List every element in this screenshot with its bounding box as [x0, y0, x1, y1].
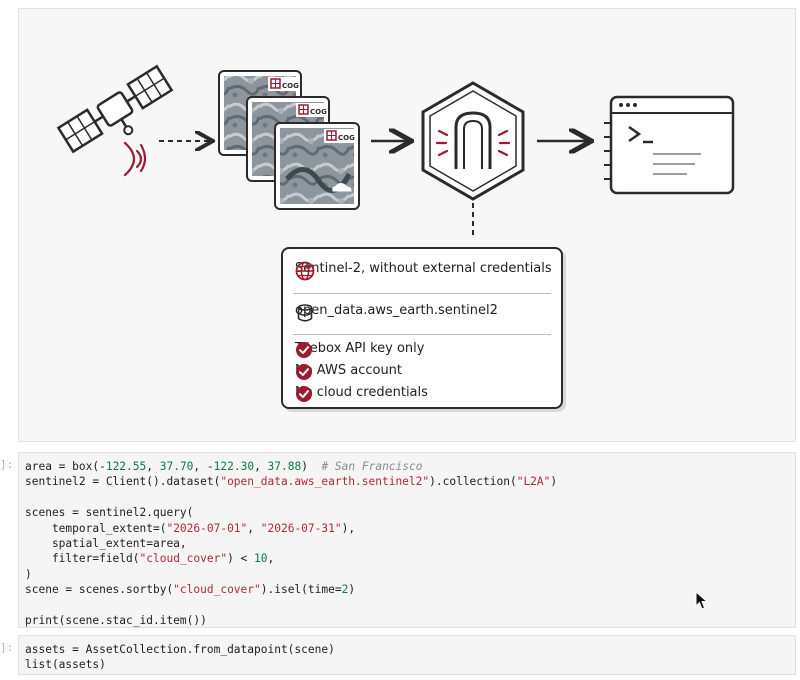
code-line: scenes = sentinel2.query(: [25, 505, 789, 520]
code-line: list(assets): [25, 657, 789, 672]
code-token: filter=field(: [25, 552, 140, 566]
hexagon-gateway-icon: [421, 81, 525, 201]
code-token: "2026-07-01": [166, 521, 248, 535]
code-editor[interactable]: assets = AssetCollection.from_datapoint(…: [25, 642, 789, 673]
code-line: filter=field("cloud_cover") < 10,: [25, 551, 789, 566]
illustration-output-cell: COG COG COG: [18, 8, 796, 442]
code-token: 122.30: [213, 460, 255, 473]
code-token: "L2A": [516, 475, 551, 489]
code-token: "open_data.aws_earth.sentinel2": [220, 475, 430, 489]
code-token: "2026-07-31": [260, 521, 342, 535]
code-token: ): [25, 567, 32, 581]
code-line: [25, 598, 789, 613]
check-circle-icon: [296, 364, 312, 380]
card-title-row: Sentinel-2, without external credentials: [295, 261, 552, 281]
terminal-window-icon: [604, 95, 735, 195]
signal-waves-icon: [123, 141, 147, 177]
code-token: ),: [341, 521, 356, 535]
code-token: ): [550, 475, 558, 489]
cog-tile-icon: COG: [274, 122, 360, 210]
code-token: ).collection(: [429, 475, 517, 489]
card-check-row: Tilebox API key only: [295, 341, 425, 358]
card-title: Sentinel-2, without external credentials: [295, 261, 552, 276]
code-line: spatial_extent=area,: [25, 536, 789, 551]
card-divider: [293, 334, 551, 335]
code-token: "cloud_cover": [173, 583, 261, 597]
svg-text:COG: COG: [338, 134, 355, 142]
code-token: area = box(-: [25, 460, 106, 473]
code-token: ,: [247, 521, 261, 535]
code-token: spatial_extent=area,: [25, 537, 187, 551]
check-circle-icon: [296, 342, 312, 358]
svg-text:COG: COG: [310, 108, 327, 116]
code-token: 2: [341, 583, 349, 597]
info-card: Sentinel-2, without external credentials…: [281, 247, 563, 409]
cell-prompt: ]:: [0, 641, 14, 654]
code-line: scene = scenes.sortby("cloud_cover").ise…: [25, 582, 789, 597]
code-token: "cloud_cover": [139, 552, 228, 566]
database-icon: [297, 304, 313, 322]
code-token: ,: [146, 460, 160, 473]
svg-text:COG: COG: [282, 82, 299, 90]
code-token: ,: [267, 552, 275, 566]
code-token: 37.70: [159, 460, 194, 473]
code-line: ): [25, 567, 789, 582]
code-token: sentinel2 = Client().dataset(: [25, 475, 221, 489]
code-line: sentinel2 = Client().dataset("open_data.…: [25, 474, 789, 489]
card-check-label: No cloud credentials: [295, 385, 428, 400]
check-circle-icon: [296, 386, 312, 402]
code-token: 37.88: [267, 460, 302, 473]
code-token: ) <: [227, 552, 255, 566]
card-divider: [293, 293, 551, 294]
cog-tile-stack: COG COG COG: [218, 70, 360, 210]
card-check-label: Tilebox API key only: [295, 341, 425, 356]
code-line: print(scene.stac_id.item()): [25, 613, 789, 628]
code-token: # San Francisco: [321, 460, 423, 473]
card-check-row: No cloud credentials: [295, 385, 428, 402]
code-token: temporal_extent=(: [25, 521, 167, 535]
mouse-cursor-icon: [695, 591, 709, 610]
card-check-row: No AWS account: [295, 363, 403, 380]
globe-icon: [295, 261, 315, 281]
card-check-label: No AWS account: [295, 363, 403, 378]
code-token: list(assets): [25, 658, 106, 672]
code-line: [25, 490, 789, 505]
card-dataset-row: open_data.aws_earth.sentinel2: [295, 303, 498, 322]
code-editor[interactable]: area = box(-122.55, 37.70, -122.30, 37.8…: [25, 459, 789, 628]
code-line: temporal_extent=("2026-07-01", "2026-07-…: [25, 521, 789, 536]
code-cell[interactable]: area = box(-122.55, 37.70, -122.30, 37.8…: [18, 452, 796, 628]
code-token: 122.55: [105, 460, 147, 473]
code-cell[interactable]: assets = AssetCollection.from_datapoint(…: [18, 635, 796, 675]
satellite-icon: [56, 64, 174, 154]
code-token: ,: [254, 460, 268, 473]
code-line: assets = AssetCollection.from_datapoint(…: [25, 642, 789, 657]
code-token: print(scene.stac_id.item()): [25, 614, 207, 628]
architecture-diagram: COG COG COG: [56, 64, 735, 239]
cell-prompt: ]:: [0, 458, 14, 471]
card-dataset-name: open_data.aws_earth.sentinel2: [295, 303, 498, 318]
code-token: scenes = sentinel2.query(: [25, 506, 194, 520]
code-token: scene = scenes.sortby(: [25, 583, 174, 597]
code-token: assets = AssetCollection.from_datapoint(…: [25, 643, 335, 656]
code-token: , -: [193, 460, 214, 473]
code-line: area = box(-122.55, 37.70, -122.30, 37.8…: [25, 459, 789, 474]
code-token: ): [301, 460, 322, 473]
code-token: ).isel(time=: [260, 583, 342, 597]
code-token: 10: [254, 552, 268, 566]
code-token: ): [348, 583, 356, 597]
